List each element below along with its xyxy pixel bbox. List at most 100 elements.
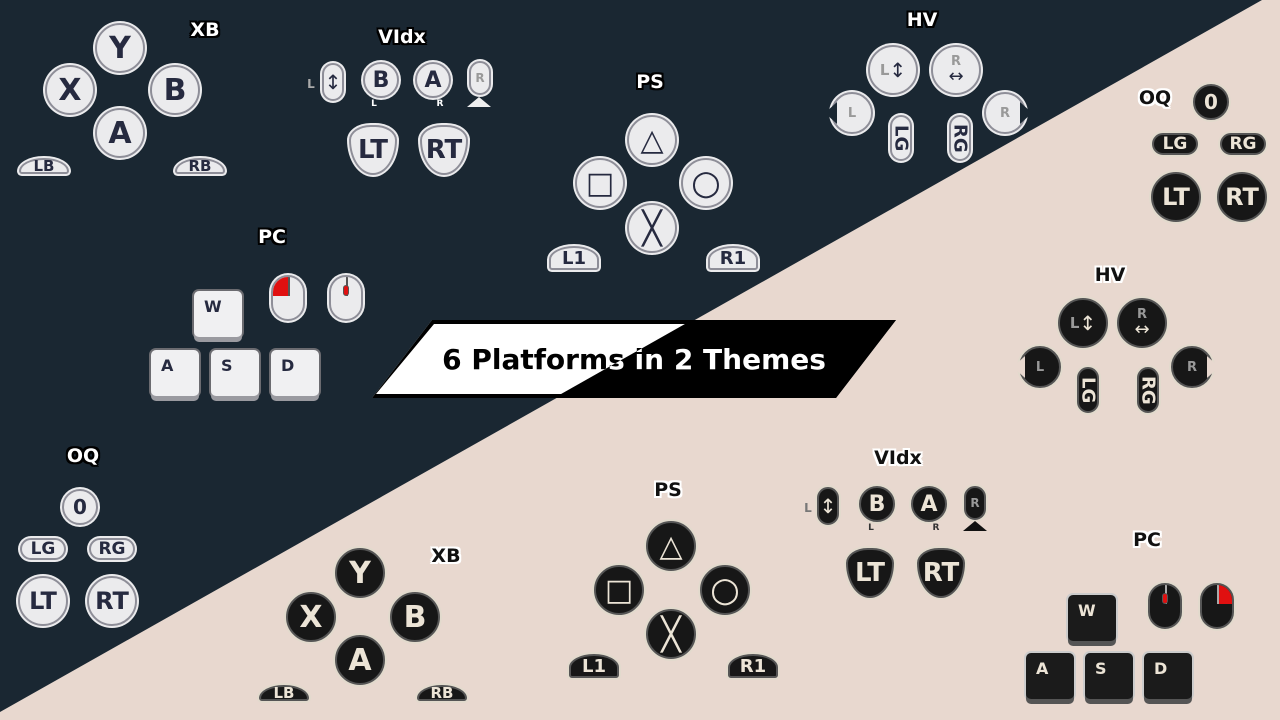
- horizontal-arrow-icon: ↔: [948, 65, 964, 87]
- lg-button: LG: [1077, 367, 1099, 413]
- triangle-button-icon: △: [627, 115, 677, 165]
- r1-button: R1: [708, 246, 758, 270]
- l-button: L: [825, 92, 873, 134]
- xb-title: XB: [431, 545, 461, 567]
- r-label: R: [1186, 359, 1197, 375]
- right-stick-label: R: [1136, 306, 1147, 322]
- rt-button: RT: [1217, 172, 1267, 222]
- cross-button-icon: ╳: [627, 203, 677, 253]
- right-triangle-icon: [1020, 102, 1032, 124]
- r1-button: R1: [728, 654, 778, 678]
- a-button: A: [911, 486, 947, 522]
- b-button: B: [363, 62, 399, 98]
- x-button: X: [45, 65, 95, 115]
- rg-button: RG: [1220, 133, 1266, 155]
- circle-button-icon: ○: [700, 565, 750, 615]
- left-stick-button: L↕: [1058, 298, 1108, 348]
- l-label: L: [1035, 359, 1045, 375]
- l-label: L: [847, 105, 857, 121]
- square-button-icon: □: [594, 565, 644, 615]
- pc-title: PC: [1133, 529, 1161, 551]
- rg-button: RG: [89, 538, 135, 560]
- left-stick-button: L↕: [868, 45, 918, 95]
- l1-button: L1: [549, 246, 599, 270]
- lt-button: LT: [18, 576, 68, 626]
- l1-button: L1: [569, 654, 619, 678]
- cross-button-icon: ╳: [646, 609, 696, 659]
- mouse-right-click-icon: [1200, 583, 1234, 629]
- b-button: B: [859, 486, 895, 522]
- ps-title: PS: [654, 479, 682, 501]
- w-key: W: [1068, 595, 1116, 641]
- hv-title: HV: [1094, 264, 1126, 286]
- left-stick-label: L: [879, 61, 890, 79]
- lb-button: LB: [19, 157, 69, 175]
- left-stick-vertical-icon: ↕: [322, 63, 344, 101]
- left-stick-label: L: [1069, 314, 1080, 332]
- vidx-title: VIdx: [874, 447, 922, 469]
- left-triangle-icon: [825, 102, 837, 124]
- y-button: Y: [95, 23, 145, 73]
- lg-button: LG: [20, 538, 66, 560]
- left-stick-label: L: [804, 501, 812, 515]
- vidx-title: VIdx: [378, 26, 426, 48]
- triangle-icon: [467, 97, 491, 107]
- mouse-left-click-icon: [271, 275, 305, 321]
- r-label: R: [999, 105, 1010, 121]
- d-key: D: [1144, 653, 1192, 699]
- mouse-middle-click-icon: [329, 275, 363, 321]
- lt-button: LT: [1151, 172, 1201, 222]
- triangle-button-icon: △: [646, 521, 696, 571]
- pc-title: PC: [258, 226, 286, 248]
- b-button: B: [150, 65, 200, 115]
- w-key: W: [194, 291, 242, 337]
- right-pad-button: R: [964, 486, 986, 520]
- b-sub-label: L: [371, 99, 377, 109]
- lg-button: LG: [1152, 133, 1198, 155]
- left-triangle-icon: [1013, 356, 1025, 378]
- rg-button: RG: [949, 115, 971, 161]
- r-button: R: [984, 92, 1032, 134]
- s-key: S: [1085, 653, 1133, 699]
- title-banner: 6 Platforms in 2 Themes: [372, 320, 896, 398]
- right-triangle-icon: [1207, 356, 1219, 378]
- b-sub-label: L: [868, 523, 874, 533]
- ps-title: PS: [636, 71, 664, 93]
- lg-button: LG: [890, 115, 912, 161]
- r-button: R: [1171, 346, 1219, 388]
- right-pad-button: R: [469, 61, 491, 95]
- oq-title: OQ: [66, 445, 100, 467]
- b-button: B: [390, 592, 440, 642]
- oq-title: OQ: [1138, 87, 1172, 109]
- y-button: Y: [335, 548, 385, 598]
- a-button: A: [95, 108, 145, 158]
- banner-title: 6 Platforms in 2 Themes: [442, 342, 826, 376]
- vertical-arrow-icon: ↕: [889, 58, 907, 82]
- x-button: X: [286, 592, 336, 642]
- a-key: A: [1026, 653, 1074, 699]
- right-stick-button: R↔: [1117, 298, 1167, 348]
- oculus-button: 0: [1193, 84, 1229, 120]
- a-button: A: [335, 635, 385, 685]
- right-stick-label: R: [950, 53, 961, 69]
- hv-title: HV: [906, 9, 938, 31]
- horizontal-arrow-icon: ↔: [1134, 318, 1150, 340]
- a-button: A: [415, 62, 451, 98]
- square-button-icon: □: [575, 158, 625, 208]
- mouse-middle-click-icon: [1148, 583, 1182, 629]
- xb-title: XB: [190, 19, 220, 41]
- circle-button-icon: ○: [681, 158, 731, 208]
- right-stick-button: R↔: [931, 45, 981, 95]
- left-stick-vertical-icon: ↕: [817, 487, 839, 525]
- a-sub-label: R: [932, 523, 940, 533]
- l-button: L: [1013, 346, 1061, 388]
- triangle-icon: [963, 521, 987, 531]
- vertical-arrow-icon: ↕: [1079, 311, 1097, 335]
- rt-button: RT: [87, 576, 137, 626]
- oculus-button: 0: [62, 489, 98, 525]
- a-sub-label: R: [436, 99, 444, 109]
- rg-button: RG: [1137, 367, 1159, 413]
- d-key: D: [271, 350, 319, 396]
- left-stick-label: L: [307, 77, 315, 91]
- a-key: A: [151, 350, 199, 396]
